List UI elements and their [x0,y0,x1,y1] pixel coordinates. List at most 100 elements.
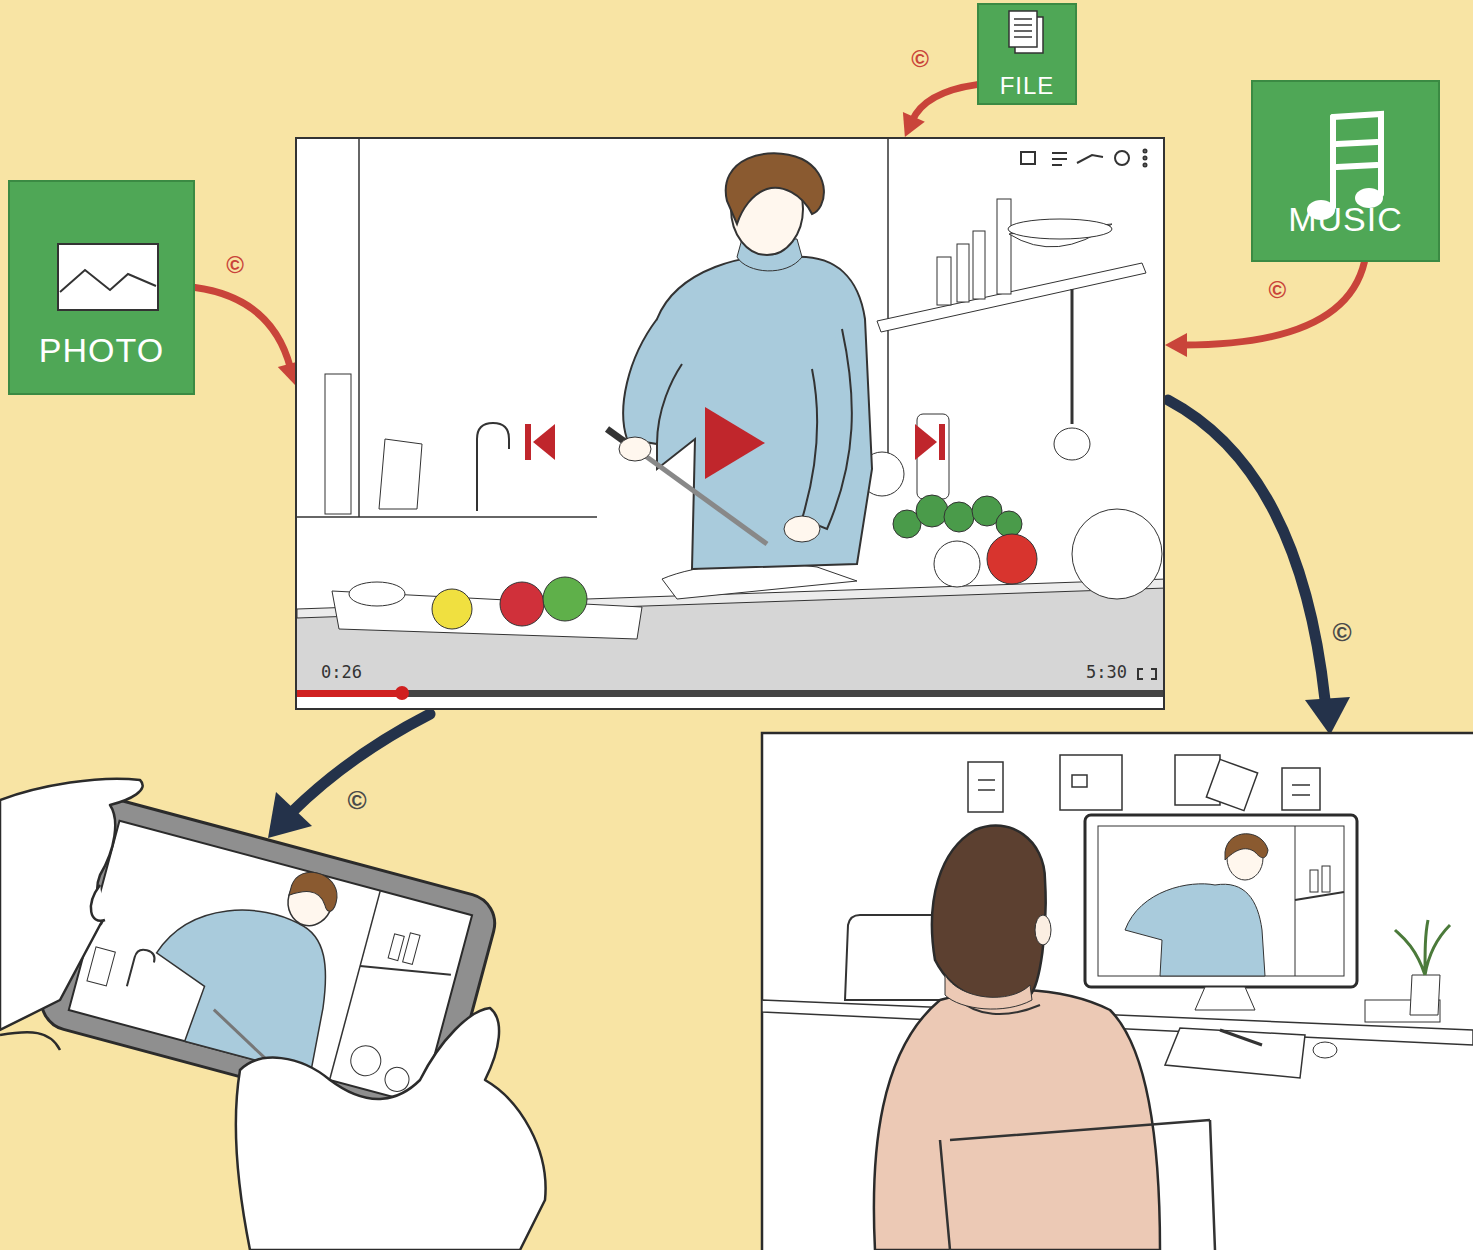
video-scene-part-part [1008,219,1112,239]
share-arrow-part [1168,400,1325,700]
music-icon-part-part [1333,114,1381,194]
video-scene-part-part [1052,152,1067,154]
video-scene-part-part [997,199,1011,294]
file-icon-part [1014,19,1032,37]
music-icon-part-part [1330,117,1336,207]
desktop-scene-part [1310,870,1318,892]
desktop-scene-part [932,826,1046,1002]
phone-figure-part [403,933,420,965]
copyright-mark: © [224,252,246,278]
desktop-scene-part [940,1120,1215,1250]
desktop-scene-part [1295,826,1296,976]
desktop-scene-part [1165,1028,1305,1078]
copyright-mark: © [1267,277,1289,303]
box-label: FILE [1000,73,1055,99]
video-scene-part-part [1021,152,1035,164]
video-scene-part [349,582,405,606]
video-scene-part-part [944,502,974,532]
file-icon-part-part [1014,36,1032,38]
desktop-scene-part [874,990,1160,1250]
video-scene-part-part [1138,669,1156,679]
desktop-scene-part [762,733,1473,1250]
phone-figure-part [388,934,404,961]
video-scene-part [325,374,351,514]
desktop-scene-part [1085,815,1357,987]
timestamp: 5:30 [1086,662,1127,682]
video-scene-part-part [973,231,985,299]
video-frame: 0:26 5:30 [295,137,1165,710]
photo-box: PHOTO [8,180,195,395]
video-scene-part-part [915,424,937,460]
desktop-scene-part [945,975,1032,1009]
video-scene-part [1021,150,1156,680]
desktop-scene-part-part [968,762,1003,812]
video-scene-part-part [1144,150,1147,153]
video-scene-part-part [1115,151,1129,165]
file-icon-part-part [1014,24,1032,26]
phone-figure-part [204,1010,281,1065]
arrowhead [903,112,925,137]
hand-figure [0,779,546,1250]
phone-figure-part [288,867,343,912]
phone-figure-part [347,1042,384,1079]
video-scene-part [500,582,544,626]
photo-icon-part [58,244,158,310]
copyright-arrow [1183,262,1364,345]
music-icon-part-part [1337,142,1377,144]
desktop-scene-part [1195,987,1255,1010]
hand-figure-part [236,1008,546,1250]
video-scene-part [657,256,872,569]
music-icon-part-part [1337,165,1377,167]
video-scene-part-part [887,139,889,469]
video-scene-part [987,534,1037,584]
desktop-scene-part [1125,884,1265,976]
video-scene-part [619,437,651,461]
video-scene-part-part [996,511,1022,537]
photo-icon-part [60,270,156,292]
desktop-scene-part [1035,915,1051,945]
video-scene-part [623,319,682,444]
desktop-scene-part-part [1072,775,1087,787]
file-icon-part-part [1014,30,1032,32]
video-scene-part [726,153,824,224]
desktop-scene-part-part [1060,755,1122,810]
video-scene-part-part [358,139,360,517]
video-scene-part [432,589,472,629]
box-label: PHOTO [39,332,164,369]
timestamp: 0:26 [321,662,362,682]
music-box: MUSIC [1251,80,1440,262]
video-scene-part-part [525,424,531,460]
video-scene-part-part [957,244,969,302]
desktop-scene-part-part [978,779,995,781]
desktop-scene-part [1220,1030,1262,1045]
video-scene-part [893,495,1022,538]
video-scene-part [1071,289,1074,424]
copyright-mark: © [345,786,368,815]
video-scene-part-part [1052,164,1062,166]
desktop-scene-part [968,755,1320,812]
video-scene-part [784,516,820,542]
desktop-scene-part-part [1206,759,1257,810]
video-scene-part-part [705,407,765,479]
copyright-arrow [195,288,290,368]
video-scene-part-part [916,495,948,527]
arrowhead [1165,333,1187,357]
desktop-scene-part-part [1292,794,1310,796]
video-scene-part-part [1144,164,1147,167]
share-arrowhead-part [268,792,312,838]
video-scene-part [297,690,1165,697]
video-scene [297,139,1165,710]
video-scene-part-part [297,516,597,518]
box-label: MUSIC [1288,201,1403,238]
video-scene-part [1054,428,1090,460]
desktop-scene-part [1295,892,1344,900]
video-scene-part [525,407,945,479]
photo-icon [10,182,197,332]
desktop-scene-part [1322,866,1330,892]
video-scene-part [543,577,587,621]
hand-figure-part [0,1032,60,1050]
video-scene-part-part [1077,155,1103,163]
copyright-arrow [912,85,977,121]
video-scene-part-part [939,424,945,460]
